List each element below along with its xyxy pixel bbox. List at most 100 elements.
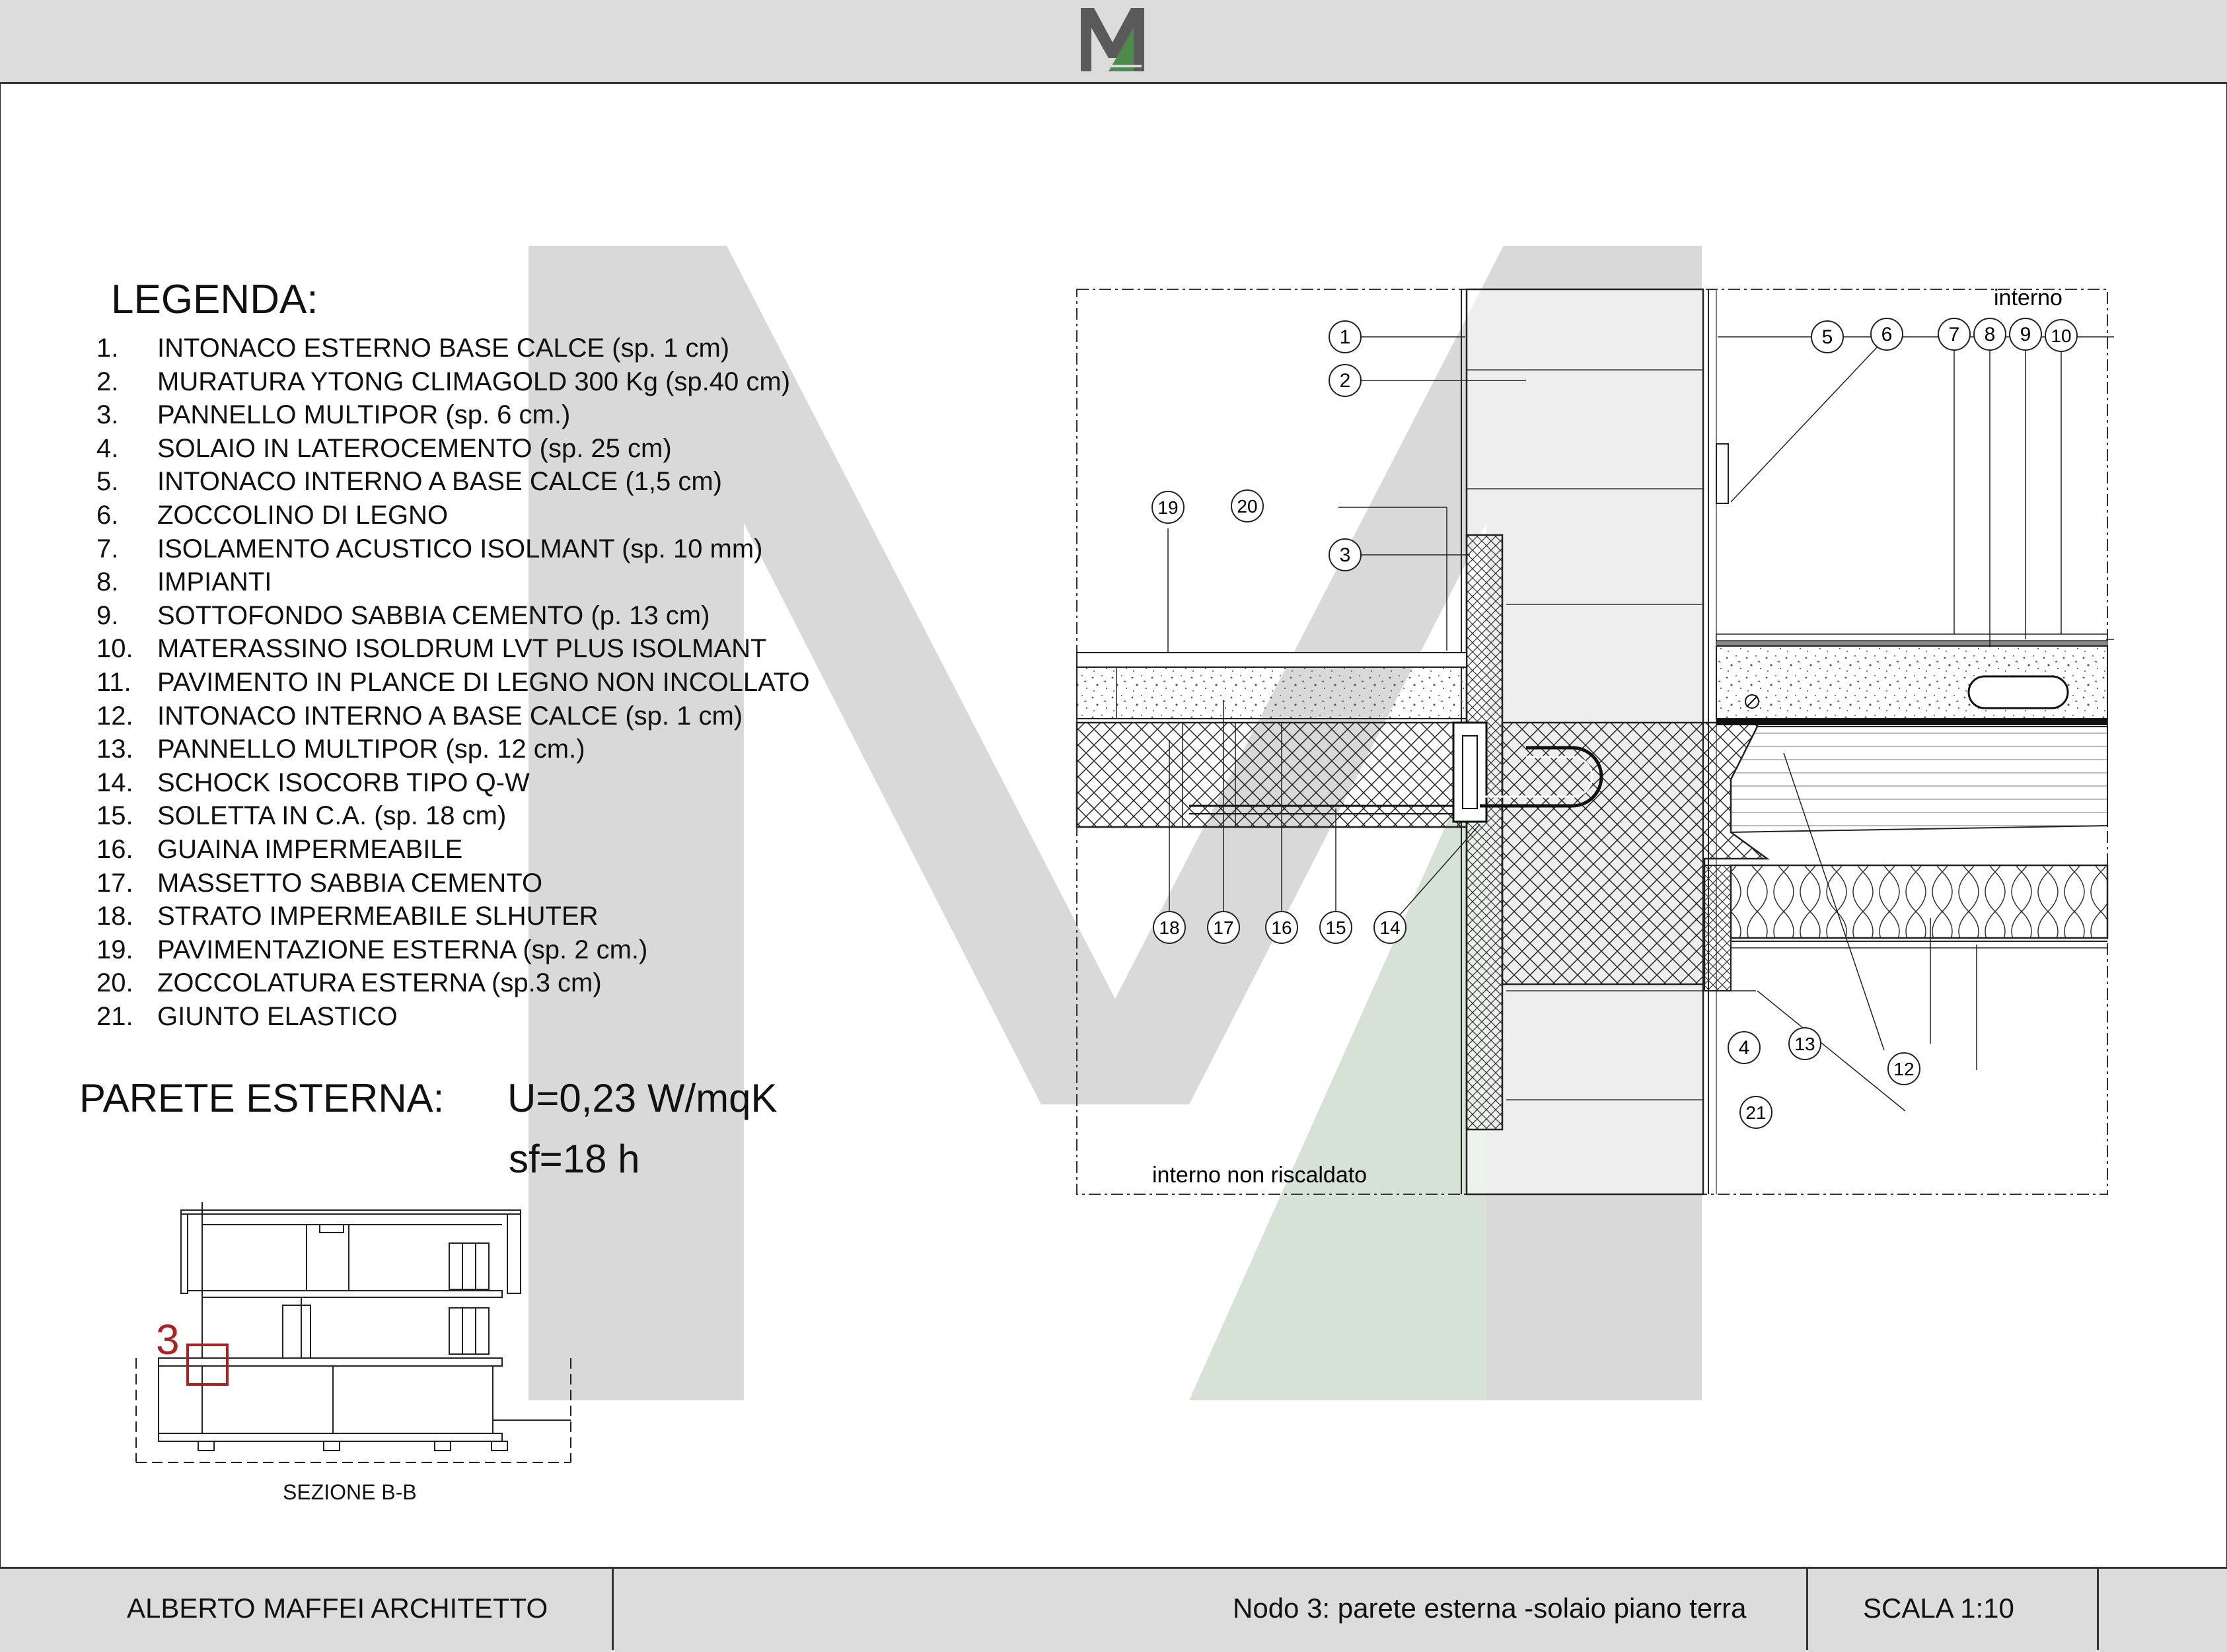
header-bar — [0, 0, 2227, 84]
legend-item-number: 19. — [96, 935, 133, 964]
callout-markers: 1 2 3 4 5 6 7 8 9 10 11 12 13 14 15 16 1… — [1151, 318, 2078, 1129]
node-title: Nodo 3: parete esterna -solaio piano ter… — [1233, 1593, 1747, 1624]
drawing-scale: SCALA 1:10 — [1863, 1593, 2014, 1624]
legend-item-number: 21. — [96, 1001, 133, 1031]
legend-title: LEGENDA: — [111, 277, 318, 322]
callout-8: 8 — [1985, 324, 1996, 345]
legend-item: 17. MASSETTO SABBIA CEMENTO — [96, 867, 810, 900]
legend-item-number: 8. — [96, 567, 119, 597]
legend-item-text: IMPIANTI — [157, 567, 272, 597]
legend-item-number: 4. — [96, 433, 119, 463]
legend-item-number: 14. — [96, 768, 133, 797]
callout-15: 15 — [1325, 917, 1346, 938]
legend-item-number: 20. — [96, 968, 133, 998]
legend-item: 12. INTONACO INTERNO A BASE CALCE (sp. 1 … — [96, 700, 810, 733]
u-value: U=0,23 W/mqK — [507, 1076, 778, 1120]
callout-7: 7 — [1949, 324, 1960, 345]
legend-item: 8. IMPIANTI — [96, 565, 810, 599]
callout-16: 16 — [1271, 917, 1292, 938]
legend-item-text: PAVIMENTO IN PLANCE DI LEGNO NON INCOLLA… — [157, 667, 810, 697]
legend-item-text: ISOLAMENTO ACUSTICO ISOLMANT (sp. 10 mm) — [157, 534, 763, 563]
callout-5: 5 — [1822, 326, 1833, 348]
section-keyplan-drawing: 3 SEZIONE B-B — [135, 1202, 571, 1504]
legend-item-text: PAVIMENTAZIONE ESTERNA (sp. 2 cm.) — [157, 935, 648, 964]
legend-item-text: SOLAIO IN LATEROCEMENTO (sp. 25 cm) — [157, 433, 672, 463]
section-label: SEZIONE B-B — [283, 1480, 417, 1504]
legend-item: 10. MATERASSINO ISOLDRUM LVT PLUS ISOLMAN… — [96, 632, 810, 666]
callout-12: 12 — [1893, 1059, 1914, 1079]
legend-item-text: MASSETTO SABBIA CEMENTO — [157, 868, 543, 898]
studio-logo-icon — [1078, 5, 1147, 74]
legend-item-number: 15. — [96, 801, 133, 831]
callout-18: 18 — [1159, 917, 1179, 938]
legend-item-number: 3. — [96, 400, 119, 430]
keyplan-node-number: 3 — [156, 1316, 180, 1363]
legend-item-number: 1. — [96, 334, 119, 363]
legend-item-text: INTONACO INTERNO A BASE CALCE (1,5 cm) — [157, 467, 722, 497]
legend-item-number: 5. — [96, 467, 119, 497]
legend-item-number: 16. — [96, 834, 133, 864]
legend-item: 13. PANNELLO MULTIPOR (sp. 12 cm.) — [96, 733, 810, 766]
callout-6: 6 — [1881, 324, 1893, 345]
legend-item: 9. SOTTOFONDO SABBIA CEMENTO (p. 13 cm) — [96, 599, 810, 633]
architect-name: ALBERTO MAFFEI ARCHITETTO — [127, 1593, 548, 1624]
callout-19: 19 — [1157, 497, 1178, 518]
legend-item-text: MURATURA YTONG CLIMAGOLD 300 Kg (sp.40 c… — [157, 367, 791, 396]
legend-item-number: 7. — [96, 534, 119, 563]
legend-item-text: ZOCCOLINO DI LEGNO — [157, 500, 449, 530]
legend-item: 1.INTONACO ESTERNO BASE CALCE (sp. 1 cm) — [96, 332, 810, 365]
legend-item-text: GUAINA IMPERMEABILE — [157, 834, 463, 864]
legend-item-number: 2. — [96, 367, 119, 396]
legend-item-text: SCHOCK ISOCORB TIPO Q-W — [157, 768, 530, 797]
legend-list: 1.INTONACO ESTERNO BASE CALCE (sp. 1 cm)… — [96, 332, 810, 1033]
legend-item-text: GIUNTO ELASTICO — [157, 1001, 398, 1031]
footer-divider — [612, 1567, 614, 1650]
legend-item-text: PANNELLO MULTIPOR (sp. 6 cm.) — [157, 400, 571, 430]
callout-9: 9 — [2020, 324, 2031, 345]
footer-title-block — [0, 1567, 2227, 1652]
callout-10: 10 — [2051, 326, 2071, 346]
sf-value: sf=18 h — [509, 1137, 640, 1181]
legend-item: 21. GIUNTO ELASTICO — [96, 1000, 810, 1034]
legend-item-number: 17. — [96, 868, 133, 898]
legend-item: 5. INTONACO INTERNO A BASE CALCE (1,5 cm) — [96, 465, 810, 499]
legend-item: 14. SCHOCK ISOCORB TIPO Q-W — [96, 766, 810, 800]
legend-item: 3. PANNELLO MULTIPOR (sp. 6 cm.) — [96, 398, 810, 432]
legend-item: 16. GUAINA IMPERMEABILE — [96, 833, 810, 867]
legend-item-number: 13. — [96, 735, 133, 764]
legend-item: 18.STRATO IMPERMEABILE SLHUTER — [96, 900, 810, 933]
legend-item: 2. MURATURA YTONG CLIMAGOLD 300 Kg (sp.40… — [96, 365, 810, 399]
callout-13: 13 — [1794, 1034, 1815, 1054]
callout-1: 1 — [1340, 326, 1351, 348]
callout-20: 20 — [1237, 496, 1257, 517]
label-interno-non-riscaldato: interno non riscaldato — [1152, 1163, 1367, 1188]
legend-item-number: 10. — [96, 634, 133, 664]
construction-detail-drawing: 1 2 3 4 5 6 7 8 9 10 11 12 13 14 15 16 1… — [1076, 285, 2114, 1196]
label-interno: interno — [1994, 285, 2063, 310]
legend-item: 11. PAVIMENTO IN PLANCE DI LEGNO NON INCO… — [96, 666, 810, 700]
legend-item-number: 6. — [96, 500, 119, 530]
callout-3: 3 — [1340, 544, 1351, 566]
legend-item-text: ZOCCOLATURA ESTERNA (sp.3 cm) — [157, 968, 602, 998]
performance-label: PARETE ESTERNA: — [79, 1076, 445, 1120]
legend-item-text: PANNELLO MULTIPOR (sp. 12 cm.) — [157, 735, 585, 764]
legend-item: 20. ZOCCOLATURA ESTERNA (sp.3 cm) — [96, 966, 810, 1000]
legend-item-text: STRATO IMPERMEABILE SLHUTER — [157, 902, 599, 931]
callout-14: 14 — [1379, 917, 1400, 938]
legend-item: 19. PAVIMENTAZIONE ESTERNA (sp. 2 cm.) — [96, 933, 810, 967]
legend-item-number: 12. — [96, 701, 133, 731]
callout-2: 2 — [1340, 370, 1351, 392]
callout-17: 17 — [1213, 917, 1233, 938]
legend-item-text: MATERASSINO ISOLDRUM LVT PLUS ISOLMANT — [157, 634, 767, 664]
legend-item: 6. ZOCCOLINO DI LEGNO — [96, 499, 810, 532]
legend-item-text: INTONACO INTERNO A BASE CALCE (sp. 1 cm) — [157, 701, 743, 731]
legend-item-text: SOTTOFONDO SABBIA CEMENTO (p. 13 cm) — [157, 600, 710, 630]
legend-item: 15. SOLETTA IN C.A. (sp. 18 cm) — [96, 799, 810, 833]
callout-4: 4 — [1739, 1037, 1750, 1059]
legend-item: 7. ISOLAMENTO ACUSTICO ISOLMANT (sp. 10 m… — [96, 532, 810, 566]
legend-item-number: 11. — [96, 667, 131, 697]
legend-item-text: SOLETTA IN C.A. (sp. 18 cm) — [157, 801, 507, 831]
legend-item: 4. SOLAIO IN LATEROCEMENTO (sp. 25 cm) — [96, 432, 810, 466]
legend-item-number: 9. — [96, 600, 119, 630]
footer-divider — [1806, 1567, 1808, 1650]
